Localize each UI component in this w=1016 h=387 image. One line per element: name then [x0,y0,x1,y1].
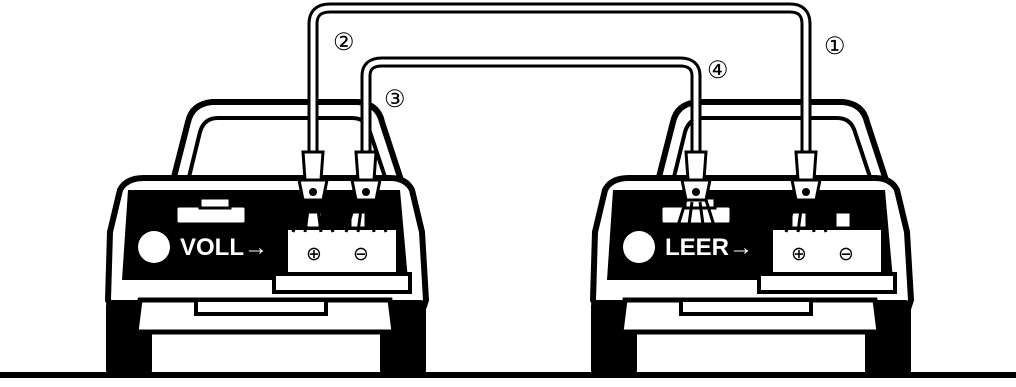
cable-inner [363,59,699,160]
donor-plus-terminal: ⊕ [306,243,322,265]
cable-number-3: ③ [384,86,406,113]
donor-car-label: VOLL→ [180,234,268,261]
cable-inner-border [360,56,702,160]
receiver-car-label: LEER→ [665,234,753,261]
cable-number-2: ② [333,29,355,56]
receiver-minus-terminal: ⊖ [838,243,854,265]
donor-minus-terminal: ⊖ [353,243,369,265]
receiver-car: LEER→ ⊕ ⊖ [591,102,911,376]
cable-number-1: ① [824,33,846,60]
donor-car: VOLL→ ⊕ ⊖ [106,102,426,376]
cable-outer [310,5,809,160]
receiver-plus-terminal: ⊕ [791,243,807,265]
ground-line [0,372,1016,378]
cable-number-4: ④ [707,57,729,84]
